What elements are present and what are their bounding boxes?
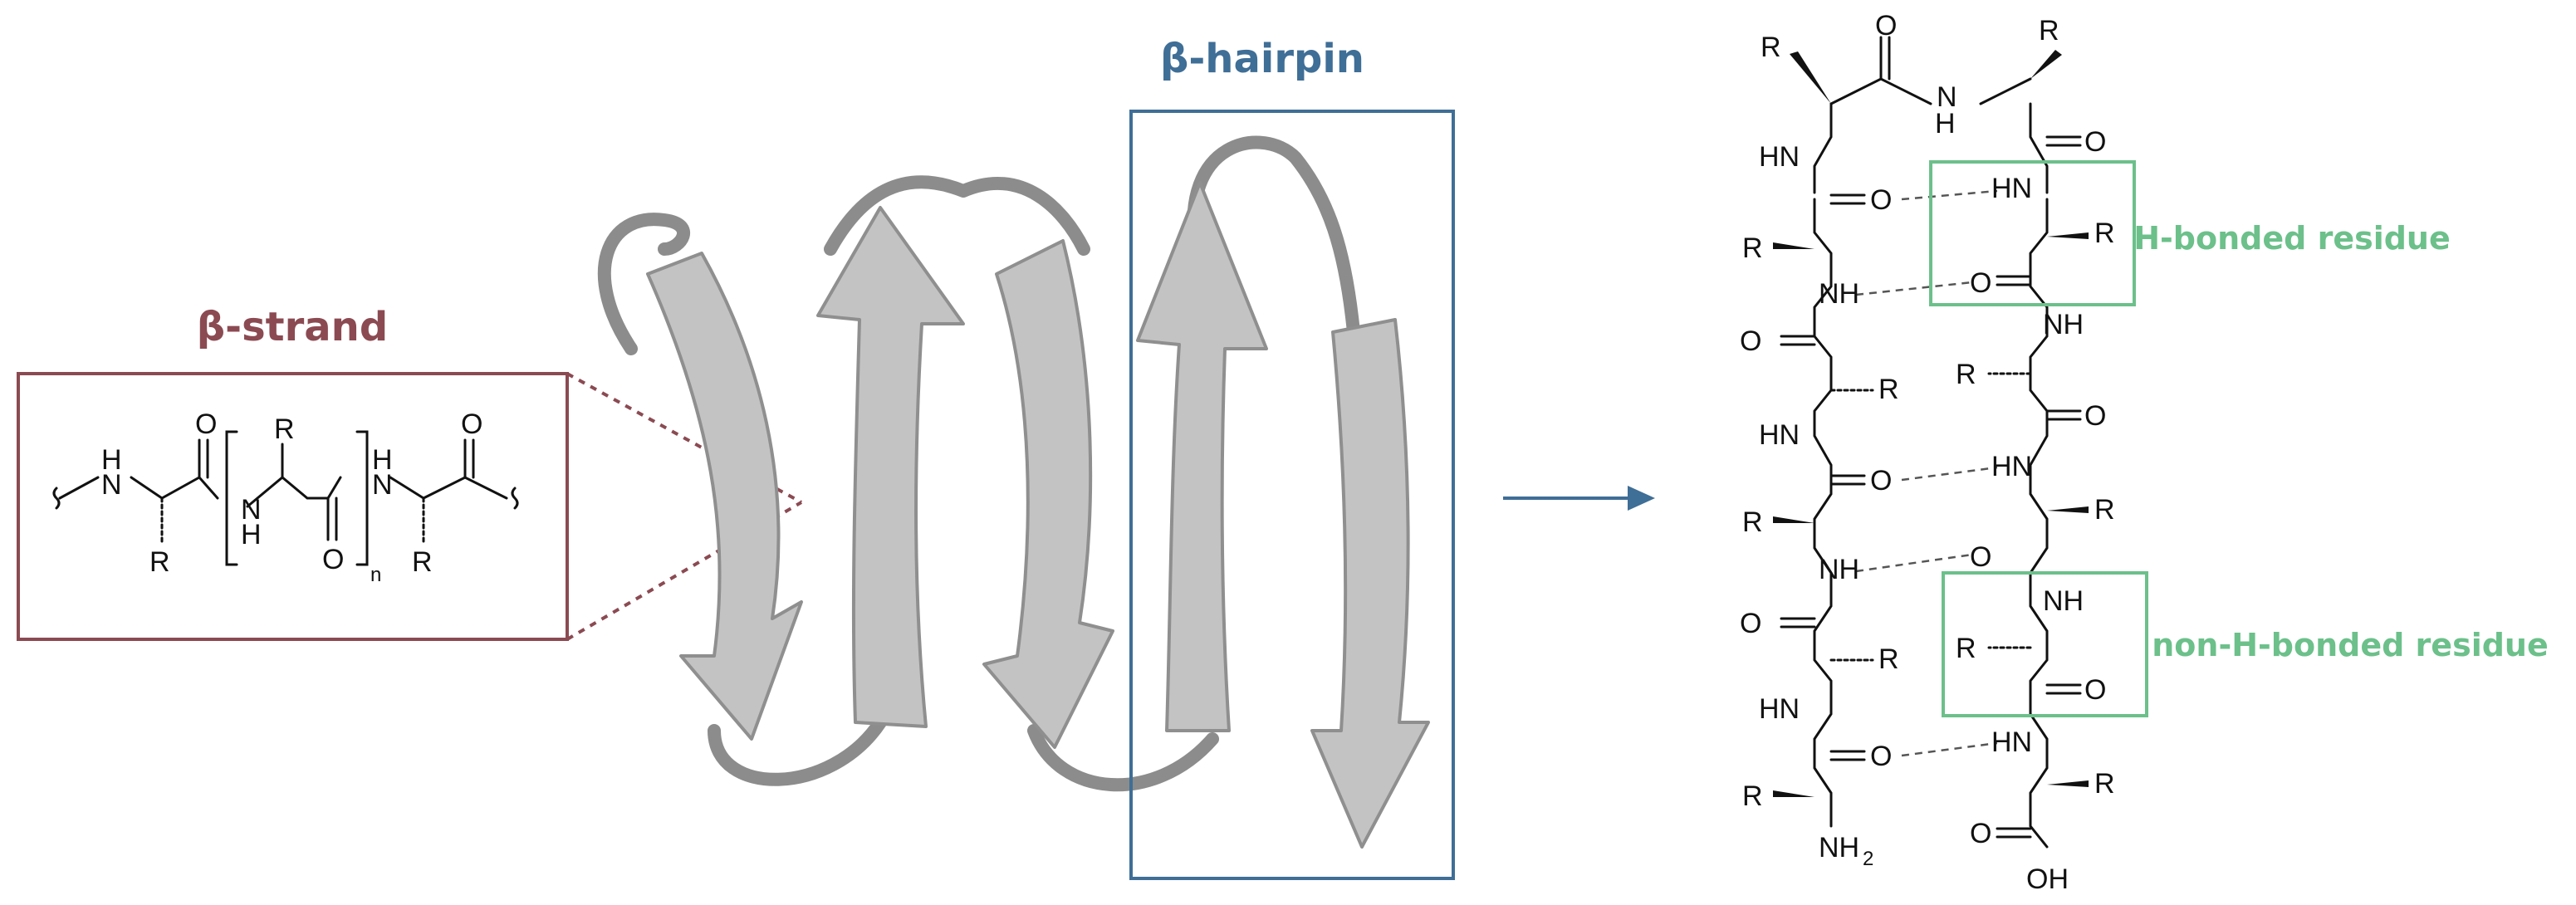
svg-text:H: H [1935,108,1956,139]
svg-text:N: N [1937,81,1957,113]
loop-bottom-1 [708,716,887,786]
svg-text:O: O [1870,465,1892,497]
svg-text:O: O [2084,674,2106,706]
svg-text:O: O [1740,608,1761,639]
svg-text:N: N [372,469,393,501]
svg-text:HN: HN [1759,419,1800,451]
svg-text:H: H [372,444,393,476]
svg-text:N: N [101,469,122,501]
wavy-end-right [511,487,519,510]
svg-text:R: R [1878,643,1899,675]
strand-5 [1310,318,1430,849]
svg-text:HN: HN [1991,726,2032,758]
beta-strand-title: β-strand [197,304,388,350]
svg-text:R: R [1742,506,1763,538]
svg-text:R: R [2039,15,2059,46]
beta-strand-box [17,372,569,641]
strand-3 [982,239,1114,749]
svg-text:R: R [2094,768,2115,800]
svg-text:HN: HN [1991,451,2032,482]
non-h-bonded-residue-label: non-H-bonded residue [2152,627,2549,663]
beta-strand-formula: H N O R N H R O n H N R O [52,408,519,586]
svg-text:HN: HN [1759,141,1800,173]
svg-text:NH: NH [1819,278,1859,310]
svg-text:O: O [2084,400,2106,432]
loop-top-hairpin [1187,135,1360,339]
svg-text:O: O [1870,184,1892,216]
beta-hairpin-box [1129,110,1455,880]
beta-hairpin-title: β-hairpin [1160,36,1364,82]
svg-text:2: 2 [1863,848,1873,870]
svg-text:O: O [195,408,217,440]
svg-text:NH: NH [1819,832,1859,863]
svg-text:R: R [1878,374,1899,405]
loop-bottom-2 [1027,724,1219,792]
svg-text:R: R [149,546,170,578]
wavy-end-left [52,487,61,510]
repeat-bracket-right [355,430,369,566]
svg-text:OH: OH [2026,863,2069,895]
strand-4 [1136,181,1268,732]
svg-text:O: O [322,544,344,575]
svg-text:R: R [1742,780,1763,812]
svg-text:O: O [2084,126,2106,158]
svg-text:O: O [1870,741,1892,772]
non-h-bonded-residue-box [1942,571,2148,717]
svg-text:O: O [1970,818,1991,849]
svg-text:R: R [274,413,295,445]
h-bonded-residue-box [1929,160,2136,306]
right-arrow-icon [1503,486,1655,511]
beta-sheet-ribbon [597,135,1430,849]
svg-text:N: N [241,494,262,526]
svg-text:R: R [1742,232,1763,264]
svg-text:NH: NH [2043,309,2084,340]
svg-text:R: R [1956,633,1976,664]
svg-text:O: O [1970,267,1991,299]
h-bonded-residue-label: H-bonded residue [2133,220,2451,257]
svg-text:O: O [1740,325,1761,357]
loop-n-terminus [597,213,690,355]
svg-text:NH: NH [1819,554,1859,585]
svg-text:O: O [1970,541,1991,573]
svg-text:R: R [412,546,433,578]
svg-text:R: R [1761,32,1781,63]
svg-text:NH: NH [2043,585,2084,617]
svg-text:R: R [1956,359,1976,390]
svg-text:O: O [1875,10,1897,42]
svg-text:O: O [461,408,482,440]
svg-text:n: n [370,564,381,586]
svg-text:HN: HN [1759,693,1800,725]
loop-top-1 [824,175,1090,256]
svg-text:R: R [2094,494,2115,526]
svg-text:H: H [101,444,122,476]
hairpin-ladder: O N H R R O HN O R NH O R HN O R NH O R … [1740,10,2115,895]
svg-text:H: H [241,519,262,550]
strand-1 [646,252,803,741]
svg-text:HN: HN [1991,173,2032,204]
strand-2 [816,206,965,728]
svg-text:R: R [2094,218,2115,249]
repeat-bracket-left [225,430,238,566]
